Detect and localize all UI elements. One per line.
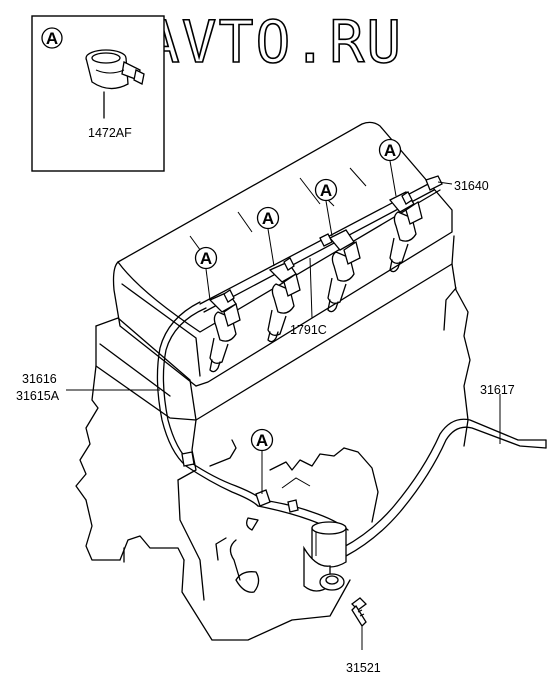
fuel-rail-assembly [199,175,443,373]
label-31616: 31616 [22,372,57,386]
svg-text:A: A [320,181,332,200]
part-labels: 31640 1791C 31616 31615A 31617 31521 [16,179,515,675]
callout-a-5: A [250,428,274,494]
clamp-detail-box: A 1472AF [31,15,165,172]
svg-text:A: A [262,209,274,228]
injector-1 [208,291,241,373]
label-31640: 31640 [454,179,489,193]
engine-block [75,121,471,641]
callout-markers: A A A A A [194,138,402,494]
label-31617: 31617 [480,383,515,397]
hose-clamp-icon [85,49,145,119]
detail-marker-letter: A [46,29,58,48]
label-1472AF: 1472AF [88,126,132,140]
injector-3 [327,229,361,313]
fuel-filter [303,521,347,592]
svg-text:A: A [200,249,212,268]
callout-a-2: A [256,206,280,267]
callout-a-3: A [314,178,338,237]
label-31521: 31521 [346,661,381,675]
label-1791C: 1791C [290,323,327,337]
bolt-31521 [351,597,367,628]
svg-text:A: A [256,431,268,450]
callout-a-4: A [378,138,402,197]
callout-a-1: A [194,246,218,301]
label-31615A: 31615A [16,389,60,403]
svg-text:A: A [384,141,396,160]
fuel-hoses [156,301,547,557]
detail-marker-circle [41,27,63,49]
